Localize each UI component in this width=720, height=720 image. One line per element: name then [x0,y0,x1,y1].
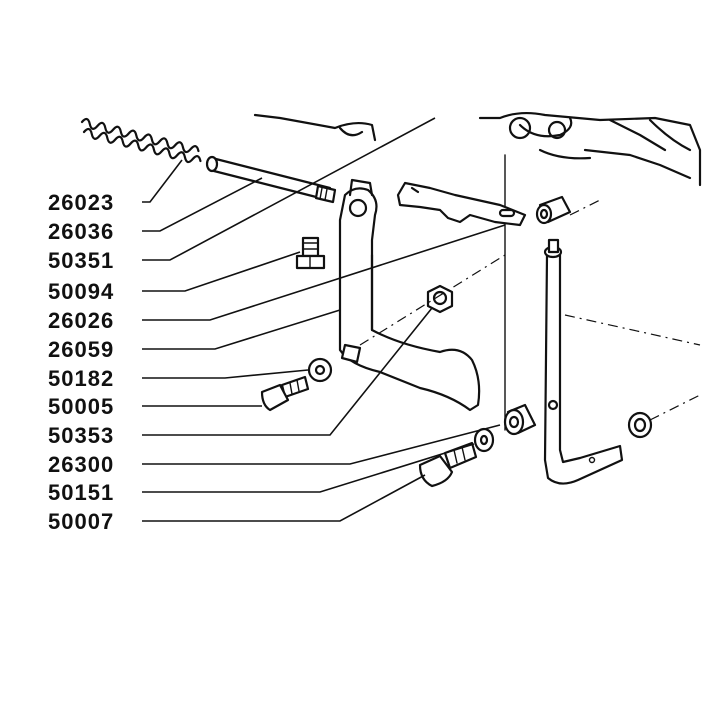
label-50151: 50151 [48,480,114,505]
assembly-lines [359,199,701,421]
label-50005: 50005 [48,394,114,419]
hex-nut [426,284,454,314]
label-26023: 26023 [48,190,114,215]
label-26036: 26036 [48,219,114,244]
flat-plate [396,181,527,227]
bracket-fragment [253,113,377,142]
lever-arm [338,178,481,412]
label-26059: 26059 [48,337,114,362]
label-50182: 50182 [48,366,114,391]
long-pin [205,155,332,202]
label-50094: 50094 [48,279,114,304]
small-bushing [535,195,572,225]
label-50351: 50351 [48,248,114,273]
leader-lines [142,117,506,522]
hex-bolt-large [418,441,478,488]
label-26026: 26026 [48,308,114,333]
l-shaft [543,238,624,485]
washer-small [307,357,333,383]
washer-medium [473,427,495,453]
label-50007: 50007 [48,509,114,534]
label-26300: 26300 [48,452,114,477]
ring-washer [627,411,653,439]
set-screw [314,184,337,204]
housing-fragment [478,111,702,431]
hex-bolt-small [295,236,326,270]
hex-bolt-medium [260,375,310,412]
round-spacer [503,403,537,436]
spring [80,117,202,164]
label-50353: 50353 [48,423,114,448]
part-labels: 26023 26036 50351 50094 26026 26059 5018… [48,190,114,534]
